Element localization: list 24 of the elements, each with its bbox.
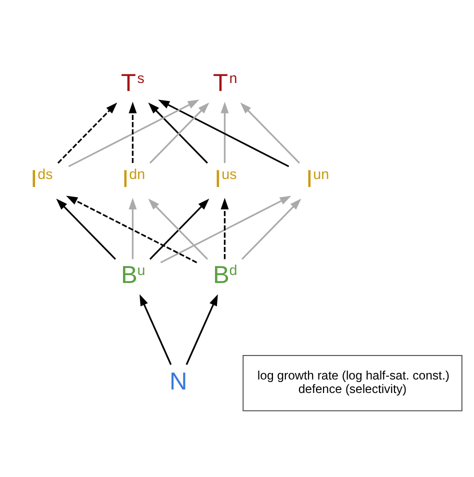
arrow [68,99,199,167]
arrow [139,294,172,364]
arrow [128,197,136,259]
arrow [56,102,117,164]
node-text: B$^{u}$ [120,262,145,289]
node-text: I$^{ds}$ [30,166,52,193]
arrow [220,101,228,163]
node-text: I$^{us}$ [214,166,236,193]
arrow [185,294,218,364]
arrow [220,197,228,259]
arrow [66,195,197,263]
node-text: B$^{d}$ [212,262,237,289]
arrow [128,101,136,163]
arrow [158,99,289,167]
node-text: I$^{dn}$ [121,166,145,193]
node-box: log growth rate (log half-sat. const.) defence (selectivity) [242,354,462,411]
node-text: I$^{un}$ [306,166,329,193]
arrow [240,198,301,260]
arrow [56,198,116,260]
arrow [160,195,291,263]
node-text: T$^{n}$ [212,69,237,96]
node-text: T$^{s}$ [120,69,144,96]
arrow [240,102,300,164]
node-text: N [169,368,187,395]
